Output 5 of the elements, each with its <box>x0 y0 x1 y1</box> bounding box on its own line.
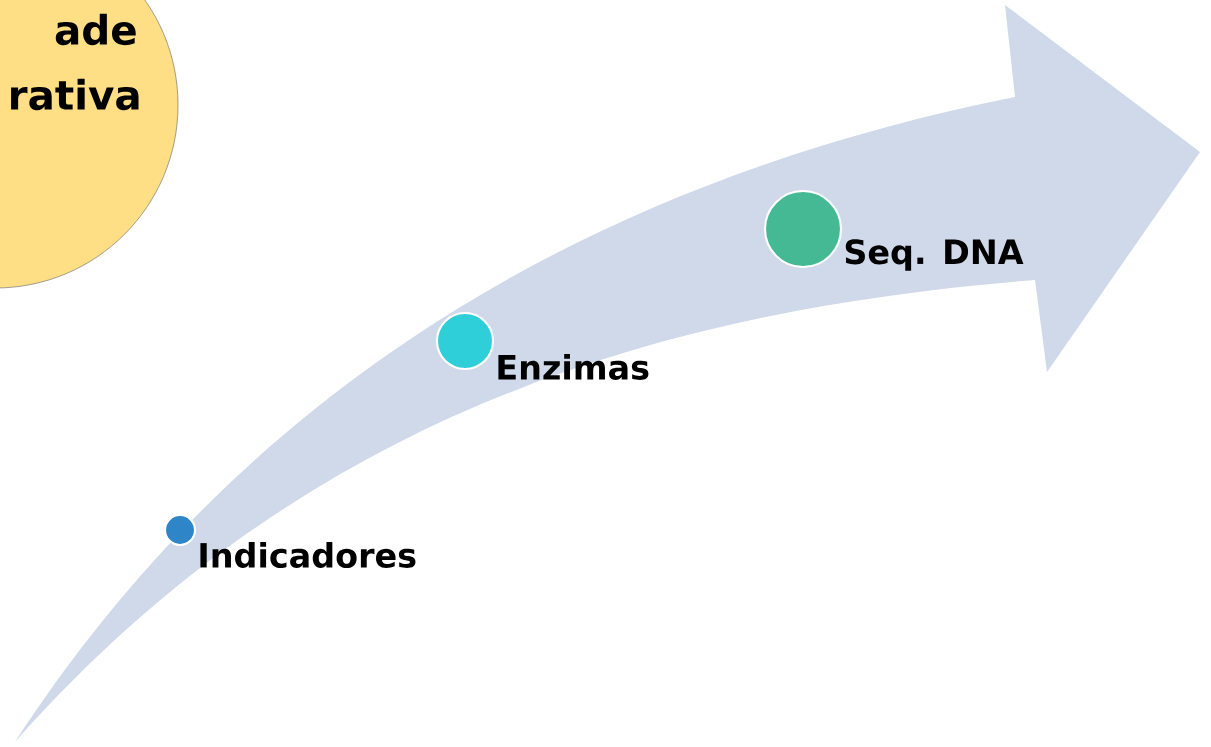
milestone-label: Seq. DNA <box>845 239 1024 271</box>
milestone-label: Enzimas <box>498 354 649 380</box>
milestone-label: Indicadores <box>200 542 416 568</box>
circle-shape <box>0 0 179 289</box>
circle-label: ade rativa <box>11 13 139 111</box>
